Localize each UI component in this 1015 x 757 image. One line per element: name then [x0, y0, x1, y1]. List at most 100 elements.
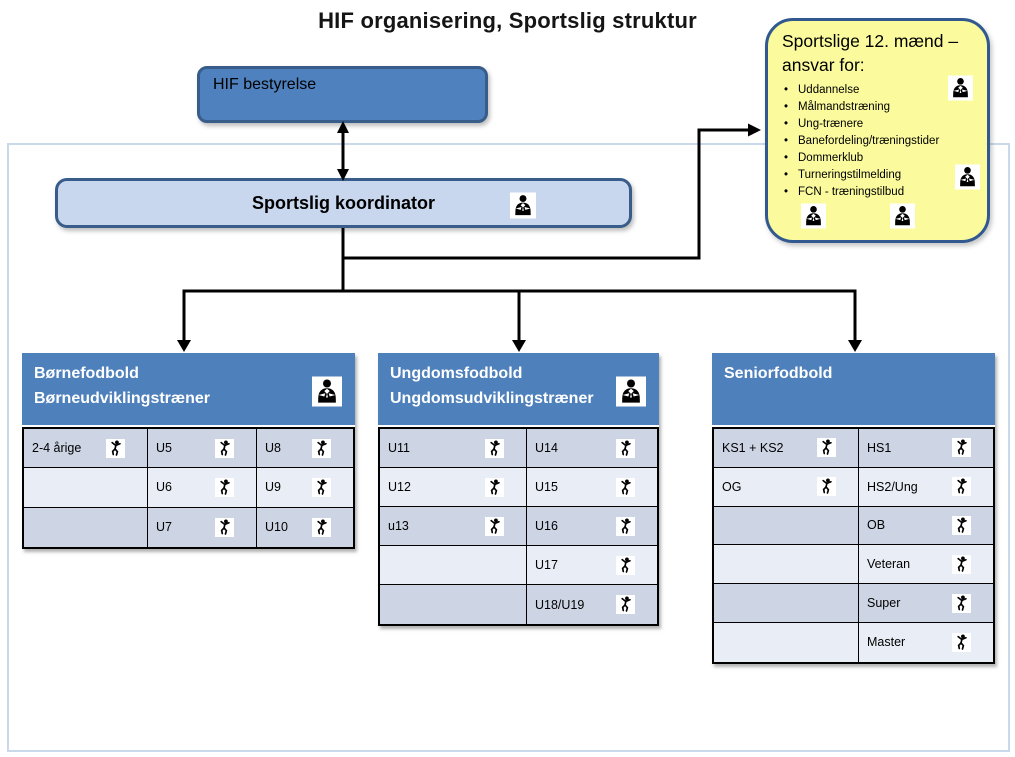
- player-icon: [616, 594, 635, 615]
- table-cell: [714, 545, 859, 585]
- player-icon: [952, 515, 971, 536]
- player-icon: [952, 593, 971, 614]
- list-item: Dommerklub: [782, 150, 975, 167]
- cell-label: U8: [265, 441, 281, 456]
- table-header-line2: Børneudviklingstræner: [34, 389, 211, 407]
- table-cell: OG: [714, 467, 859, 507]
- coach-icon: [510, 192, 536, 219]
- table-cell: U8: [257, 429, 353, 469]
- cell-label: U15: [535, 480, 558, 494]
- page-title: HIF organisering, Sportslig struktur: [318, 8, 697, 33]
- cell-label: HS1: [867, 440, 892, 455]
- coach-icon: [312, 376, 342, 407]
- table-cell: U15: [527, 468, 657, 507]
- table-header-line1: Ungdomsfodbold: [390, 365, 523, 382]
- list-item: Målmandstræning: [782, 99, 975, 116]
- list-item: FCN - træningstilbud: [782, 184, 975, 201]
- player-icon: [106, 438, 125, 459]
- player-icon: [952, 632, 971, 653]
- table-cell: U12: [380, 468, 527, 507]
- list-item: Turneringstilmelding: [782, 167, 975, 184]
- cell-label: KS1 + KS2: [722, 440, 784, 455]
- cell-label: OG: [722, 479, 742, 494]
- player-icon: [215, 517, 234, 538]
- koordinator-label: Sportslig koordinator: [251, 192, 435, 213]
- coach-icon: [890, 203, 915, 229]
- cell-label: U5: [156, 441, 172, 456]
- coach-icon: [801, 203, 826, 229]
- player-icon: [952, 437, 971, 458]
- cell-label: U10: [265, 520, 288, 535]
- cell-label: Veteran: [867, 557, 911, 572]
- bestyrelse-label: HIF bestyrelse: [213, 76, 317, 93]
- player-icon: [952, 554, 971, 575]
- cell-label: HS2/Ung: [867, 479, 918, 494]
- table-cell: U14: [527, 429, 657, 468]
- list-item: Ung-trænere: [782, 116, 975, 133]
- table-cell: U6: [148, 468, 257, 508]
- player-icon: [312, 438, 331, 459]
- cell-label: U6: [156, 480, 172, 495]
- koordinator-box: Sportslig koordinator: [55, 178, 632, 228]
- table-cell: [714, 622, 859, 662]
- table-cell: HS2/Ung: [859, 467, 993, 507]
- table-header: Børnefodbold Børneudviklingstræner: [22, 353, 355, 425]
- coach-icon: [948, 75, 973, 101]
- table-header-line2: Ungdomsudviklingstræner: [390, 389, 594, 407]
- cell-label: Super: [867, 596, 901, 611]
- cell-label: U18/U19: [535, 597, 585, 612]
- cell-label: U16: [535, 519, 558, 533]
- table-cell: [714, 584, 859, 623]
- table-cell: U17: [527, 546, 657, 585]
- table-header: Seniorfodbold: [712, 353, 995, 425]
- player-icon: [817, 476, 836, 497]
- cell-label: U14: [535, 441, 558, 455]
- table-cell: U7: [148, 507, 257, 547]
- player-icon: [215, 438, 234, 459]
- responsibilities-list: Uddannelse Målmandstræning Ung-trænere B…: [782, 82, 975, 201]
- table-cell: [714, 506, 859, 546]
- responsibilities-note: Sportslige 12. mænd – ansvar for: Uddann…: [765, 18, 990, 243]
- player-icon: [312, 517, 331, 538]
- table-cell: Veteran: [859, 545, 993, 585]
- table-cell: 2-4 årige: [24, 429, 148, 469]
- player-icon: [616, 438, 635, 459]
- cell-label: U12: [388, 480, 411, 494]
- coach-icon: [955, 164, 980, 190]
- table-cell: Master: [859, 622, 993, 662]
- table-cell: HS1: [859, 429, 993, 468]
- player-icon: [312, 477, 331, 498]
- player-icon: [485, 438, 504, 459]
- table-cell: U16: [527, 507, 657, 546]
- cell-label: U17: [535, 558, 558, 572]
- coach-icon: [616, 376, 646, 407]
- table-header-line1: Børnefodbold: [34, 365, 139, 382]
- list-item: Banefordeling/træningstider: [782, 133, 975, 150]
- note-title-line2: ansvar for:: [782, 54, 865, 75]
- cell-label: U9: [265, 480, 281, 495]
- table-cell: U10: [257, 507, 353, 547]
- table-cell: OB: [859, 506, 993, 546]
- player-icon: [817, 437, 836, 458]
- table-header-line1: Seniorfodbold: [724, 365, 833, 382]
- note-title-line1: Sportslige 12. mænd –: [782, 31, 959, 51]
- table-ungdomsfodbold: Ungdomsfodbold Ungdomsudviklingstræner U…: [378, 353, 659, 626]
- list-item: Uddannelse: [782, 82, 975, 99]
- table-header: Ungdomsfodbold Ungdomsudviklingstræner: [378, 353, 659, 425]
- player-icon: [215, 477, 234, 498]
- table-cell: U5: [148, 429, 257, 469]
- table-cell: U18/U19: [527, 585, 657, 624]
- table-cell: Super: [859, 584, 993, 623]
- table-boernefodbold: Børnefodbold Børneudviklingstræner 2-4 å…: [22, 353, 355, 549]
- cell-label: 2-4 årige: [32, 441, 82, 456]
- cell-label: Master: [867, 635, 906, 650]
- cell-label: U11: [388, 441, 411, 455]
- player-icon: [485, 516, 504, 537]
- table-cell: [380, 585, 527, 624]
- cell-label: OB: [867, 518, 886, 533]
